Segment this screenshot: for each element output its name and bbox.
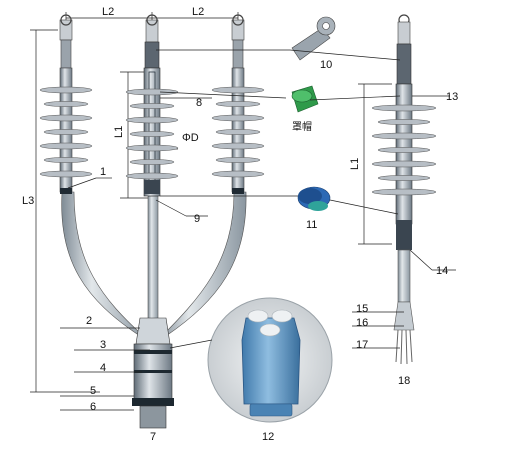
callout-6: 6 [90, 401, 96, 413]
dim-l2-right: L2 [192, 6, 204, 18]
dimension-lines [30, 12, 392, 393]
leader-lines [60, 49, 456, 411]
callout-5: 5 [90, 385, 96, 397]
callout-8: 8 [196, 97, 202, 109]
callout-9: 9 [194, 213, 200, 225]
dim-l1-left: L1 [113, 126, 125, 138]
right-insulator [211, 14, 265, 194]
callout-15: 15 [356, 303, 368, 315]
cap-caption: 罩帽 [292, 120, 312, 133]
lug-part [291, 16, 336, 61]
single-core-termination [371, 14, 437, 365]
three-core-termination [39, 14, 265, 429]
callout-7: 7 [150, 431, 156, 443]
blue-cap [297, 186, 331, 211]
callout-4: 4 [100, 362, 106, 374]
callout-18: 18 [398, 375, 410, 387]
callout-12: 12 [262, 431, 274, 443]
callout-10: 10 [320, 59, 332, 71]
callout-11: 11 [306, 219, 317, 231]
green-cap [291, 85, 319, 113]
dim-l3: L3 [22, 195, 34, 207]
callout-14: 14 [436, 265, 448, 277]
callout-17: 17 [356, 339, 368, 351]
callout-16: 16 [356, 317, 368, 329]
center-insulator [125, 14, 179, 197]
left-insulator [39, 14, 93, 194]
dim-phi-d: ΦD [182, 132, 199, 144]
callout-13: 13 [446, 91, 458, 103]
breakout-boot [132, 317, 174, 429]
callout-1: 1 [100, 166, 106, 178]
callout-labels: 1 2 3 4 5 6 7 8 9 10 11 12 13 14 15 16 1… [86, 59, 458, 443]
breakout-detail-circle [207, 297, 333, 423]
dim-l1-right: L1 [349, 158, 361, 170]
callout-2: 2 [86, 315, 92, 327]
callout-3: 3 [100, 339, 106, 351]
dim-l2-left: L2 [102, 6, 114, 18]
